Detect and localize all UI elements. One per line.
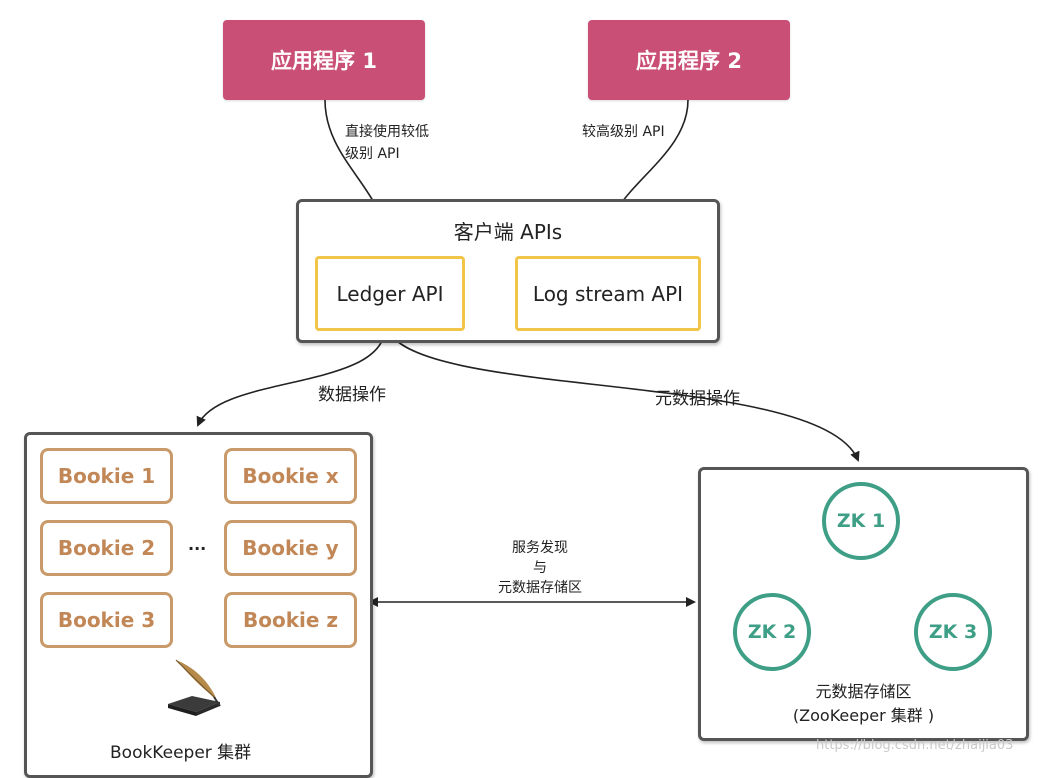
bookie-y-label: Bookie y bbox=[242, 536, 339, 560]
discovery-line-2: 与 bbox=[533, 560, 547, 576]
bookie-ellipsis: ... bbox=[188, 535, 207, 554]
ledger-api-label: Ledger API bbox=[336, 281, 444, 306]
bookie-3-label: Bookie 3 bbox=[57, 608, 156, 632]
edge-label-low-level-2: 级别 API bbox=[345, 146, 400, 162]
zk-node-3: ZK 3 bbox=[914, 593, 992, 671]
application-2-box: 应用程序 2 bbox=[588, 20, 790, 100]
zk-node-2: ZK 2 bbox=[733, 593, 811, 671]
edge-label-metadata-ops: 元数据操作 bbox=[655, 389, 740, 409]
edge-label-high-level: 较高级别 API bbox=[582, 124, 665, 140]
log-stream-api-label: Log stream API bbox=[532, 281, 684, 306]
bookie-z: Bookie z bbox=[224, 592, 357, 648]
bookie-x: Bookie x bbox=[224, 448, 357, 504]
application-1-box: 应用程序 1 bbox=[223, 20, 425, 100]
bookie-x-label: Bookie x bbox=[242, 464, 339, 488]
zk-node-1-label: ZK 1 bbox=[836, 510, 886, 532]
discovery-line-1: 服务发现 bbox=[512, 540, 568, 556]
zookeeper-cluster-label: 元数据存储区 (ZooKeeper 集群 ) bbox=[698, 680, 1029, 728]
bookie-2-label: Bookie 2 bbox=[57, 536, 156, 560]
discovery-line-3: 元数据存储区 bbox=[498, 580, 582, 596]
application-1-label: 应用程序 1 bbox=[271, 49, 377, 73]
watermark-url: https://blog.csdn.net/zhaijia03 bbox=[816, 738, 1014, 753]
edge-label-discovery: 服务发现 与 元数据存储区 bbox=[470, 538, 610, 598]
bookie-1: Bookie 1 bbox=[40, 448, 173, 504]
zookeeper-label-line-2: (ZooKeeper 集群 ) bbox=[792, 706, 935, 725]
bookie-3: Bookie 3 bbox=[40, 592, 173, 648]
arrow-metadata-ops bbox=[387, 329, 860, 462]
ledger-api-box: Ledger API bbox=[315, 256, 465, 331]
bookie-2: Bookie 2 bbox=[40, 520, 173, 576]
edge-label-low-level-1: 直接使用较低 bbox=[345, 124, 429, 140]
zookeeper-label-line-1: 元数据存储区 bbox=[815, 682, 912, 701]
client-apis-title: 客户端 APIs bbox=[453, 220, 563, 244]
log-stream-api-box: Log stream API bbox=[515, 256, 701, 331]
edge-label-data-ops: 数据操作 bbox=[318, 385, 386, 405]
bookie-z-label: Bookie z bbox=[242, 608, 339, 632]
bookkeeper-logo-icon bbox=[168, 659, 221, 716]
zk-node-2-label: ZK 2 bbox=[747, 621, 797, 643]
zk-node-3-label: ZK 3 bbox=[928, 621, 978, 643]
bookie-y: Bookie y bbox=[224, 520, 357, 576]
bookkeeper-cluster-label: BookKeeper 集群 bbox=[110, 743, 252, 763]
zk-node-1: ZK 1 bbox=[822, 482, 900, 560]
bookie-1-label: Bookie 1 bbox=[57, 464, 156, 488]
application-2-label: 应用程序 2 bbox=[636, 49, 742, 73]
arrow-data-ops bbox=[196, 329, 386, 427]
